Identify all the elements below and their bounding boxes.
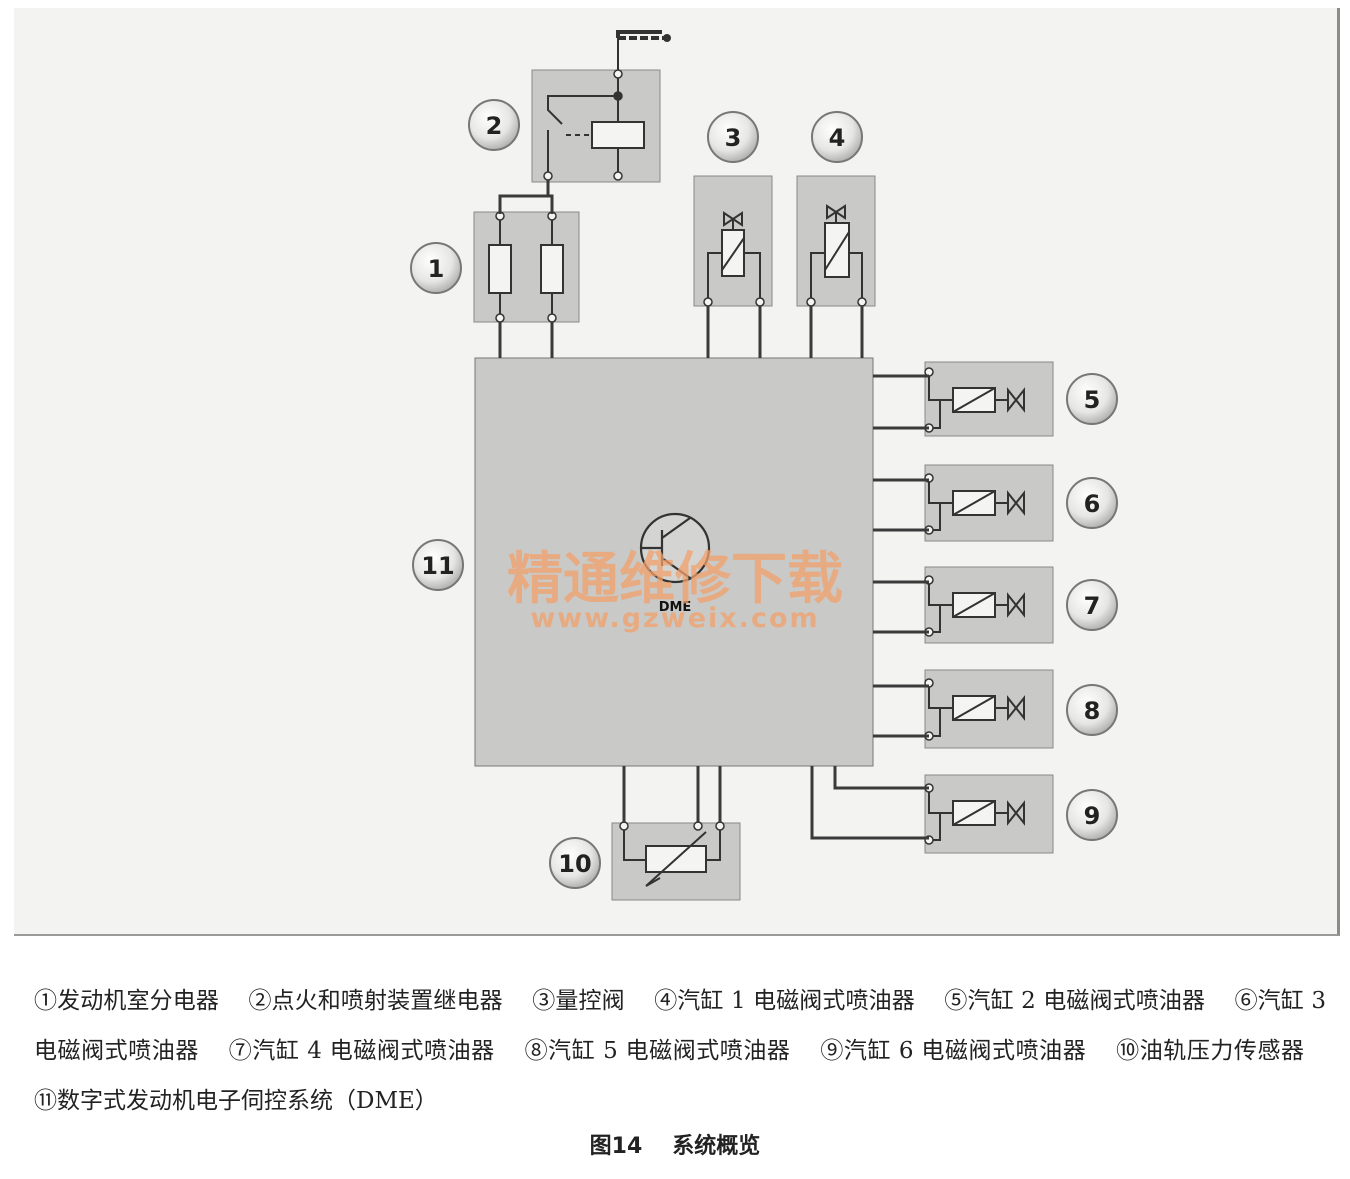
legend-item-2: ②点火和喷射装置继电器 [248,988,503,1014]
svg-text:1: 1 [428,255,445,283]
svg-text:7: 7 [1084,592,1101,620]
legend-item-6: ⑥汽缸 3 电磁阀式喷油器 [34,988,1327,1064]
svg-text:9: 9 [1084,802,1101,830]
callout-3: 3 [707,111,759,163]
wires-top [498,306,864,358]
component-8-injector-cyl5 [924,669,1054,749]
callout-7: 7 [1066,579,1118,631]
component-6-injector-cyl3 [924,464,1054,542]
callout-9: 9 [1066,789,1118,841]
callout-4: 4 [811,111,863,163]
component-3-quantity-control-valve [693,175,773,307]
figure-title: 系统概览 [672,1134,761,1159]
legend-item-1: ①发动机室分电器 [34,988,219,1014]
svg-text:5: 5 [1084,386,1101,414]
component-5-injector-cyl2 [924,361,1054,437]
watermark-line1: 精通维修下载 [507,546,843,612]
callout-2: 2 [468,99,520,151]
legend-item-8: ⑧汽缸 5 电磁阀式喷油器 [524,1038,791,1064]
callout-10: 10 [549,837,601,889]
callout-5: 5 [1066,373,1118,425]
callout-6: 6 [1066,477,1118,529]
component-2-relay [531,30,671,183]
legend-item-3: ③量控阀 [532,988,625,1014]
legend-item-4: ④汽缸 1 电磁阀式喷油器 [654,988,915,1014]
wires-bottom [622,766,722,823]
callout-8: 8 [1066,684,1118,736]
svg-text:8: 8 [1084,697,1101,725]
svg-text:6: 6 [1084,490,1101,518]
legend-item-7: ⑦汽缸 4 电磁阀式喷油器 [228,1038,495,1064]
system-diagram: DME [410,30,1118,901]
legend-caption: ①发动机室分电器 ②点火和喷射装置继电器 ③量控阀 ④汽缸 1 电磁阀式喷油器 … [34,976,1326,1126]
wires-right [810,374,929,840]
legend-item-10: ⑩油轨压力传感器 [1116,1038,1305,1064]
svg-text:3: 3 [725,124,742,152]
legend-item-9: ⑨汽缸 6 电磁阀式喷油器 [820,1038,1087,1064]
component-4-injector-cyl1 [796,175,876,307]
wire-relay-fusebox [498,180,554,214]
callout-1: 1 [410,242,462,294]
figure-number: 图14 [589,1134,643,1159]
legend-item-11: ⑪数字式发动机电子伺控系统（DME） [34,1088,438,1114]
transistor-symbol [639,512,711,584]
figure-caption: 图14 系统概览 [0,1128,1350,1160]
component-7-injector-cyl4 [924,566,1054,644]
dme-label: DME [659,600,692,615]
component-9-injector-cyl6 [924,774,1054,854]
watermark-line2: www.gzweix.com [530,603,819,634]
svg-text:10: 10 [558,850,591,878]
svg-text:11: 11 [421,552,454,580]
callout-11: 11 [412,539,464,591]
legend-item-5: ⑤汽缸 2 电磁阀式喷油器 [944,988,1206,1014]
component-1-fuse-box [473,211,580,323]
component-10-rail-pressure-sensor [611,821,741,901]
svg-text:4: 4 [829,124,846,152]
svg-text:2: 2 [486,112,503,140]
